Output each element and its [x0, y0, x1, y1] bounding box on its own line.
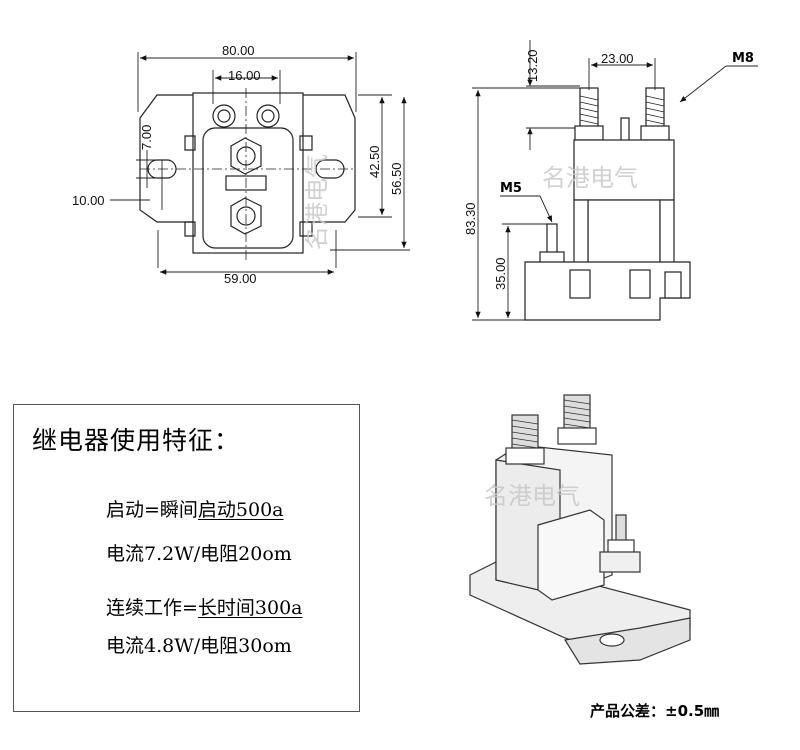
- spec-panel: 继电器使用特征： 启动=瞬间启动500a 电流7.2W/电阻20om 连续工作=…: [13, 404, 360, 712]
- isometric-view-drawing: [469, 394, 691, 665]
- side-view-dimensions: [472, 40, 758, 321]
- dim-total-height: 83.30: [463, 202, 478, 235]
- watermark-side-view: 名港电气: [542, 164, 638, 192]
- watermark-iso-view: 名港电气: [484, 482, 580, 510]
- top-view-dimensions: [110, 52, 410, 275]
- top-view-drawing: [139, 88, 356, 262]
- spec-title: 继电器使用特征：: [32, 426, 241, 455]
- dim-stud-spacing: 23.00: [601, 51, 634, 66]
- side-view-drawing: [524, 87, 691, 321]
- dim-inner-height: 42.50: [367, 145, 382, 178]
- label-m8-thread: M8: [732, 51, 754, 66]
- spec-continuous-prefix: 连续工作=: [106, 597, 198, 619]
- dim-small-stud-height: 35.00: [493, 257, 508, 290]
- dim-slot-height: 7.00: [139, 125, 154, 150]
- spec-startup-value: 启动500a: [197, 499, 284, 521]
- spec-startup-prefix: 启动=瞬间: [106, 499, 198, 521]
- spec-line-startup-current: 电流7.2W/电阻20om: [106, 543, 292, 565]
- dim-stud-height: 13.20: [525, 49, 540, 82]
- dim-width-total: 80.00: [222, 43, 255, 58]
- dim-outer-height: 56.50: [389, 162, 404, 195]
- tolerance-note: 产品公差：±0.5㎜: [590, 702, 720, 720]
- dim-slot-offset: 10.00: [72, 193, 105, 208]
- label-m5-thread: M5: [500, 181, 522, 196]
- spec-continuous-value: 长时间300a: [197, 597, 303, 619]
- dim-bolt-spacing: 16.00: [228, 68, 261, 83]
- spec-line-continuous-current: 电流4.8W/电阻30om: [106, 635, 292, 657]
- spec-line-startup: 启动=瞬间启动500a: [106, 495, 284, 522]
- dim-bottom-width: 59.00: [224, 271, 257, 286]
- spec-line-continuous: 连续工作=长时间300a: [106, 593, 303, 620]
- watermark-top-view: 名港电气: [303, 154, 331, 250]
